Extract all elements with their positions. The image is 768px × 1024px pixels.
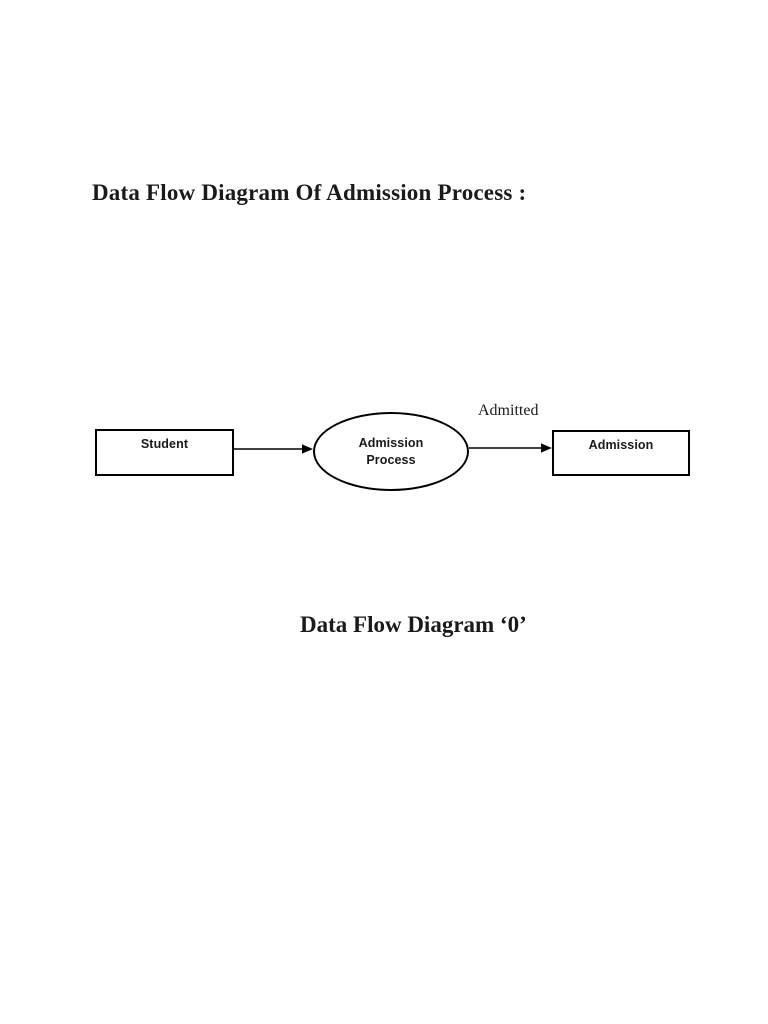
- student-node-label: Student: [140, 437, 189, 451]
- diagram-caption: Data Flow Diagram ‘0’: [300, 612, 527, 637]
- process-node-label-line1: Admission: [358, 435, 424, 450]
- flow-arrow-student-to-process: [234, 444, 313, 454]
- arrowhead-icon: [302, 444, 313, 454]
- diagram-node-admission-process: Admission Process: [313, 412, 469, 491]
- admission-node-label: Admission: [588, 438, 654, 452]
- process-node-label-line2: Process: [366, 452, 416, 467]
- diagram-node-admission: Admission: [552, 430, 690, 476]
- page-title: Data Flow Diagram Of Admission Process :: [92, 180, 527, 205]
- diagram-node-student: Student: [95, 429, 234, 476]
- arrowhead-icon: [541, 443, 552, 453]
- flow-arrow-process-to-admission: [469, 443, 552, 453]
- flow-label-admitted: Admitted: [478, 402, 539, 419]
